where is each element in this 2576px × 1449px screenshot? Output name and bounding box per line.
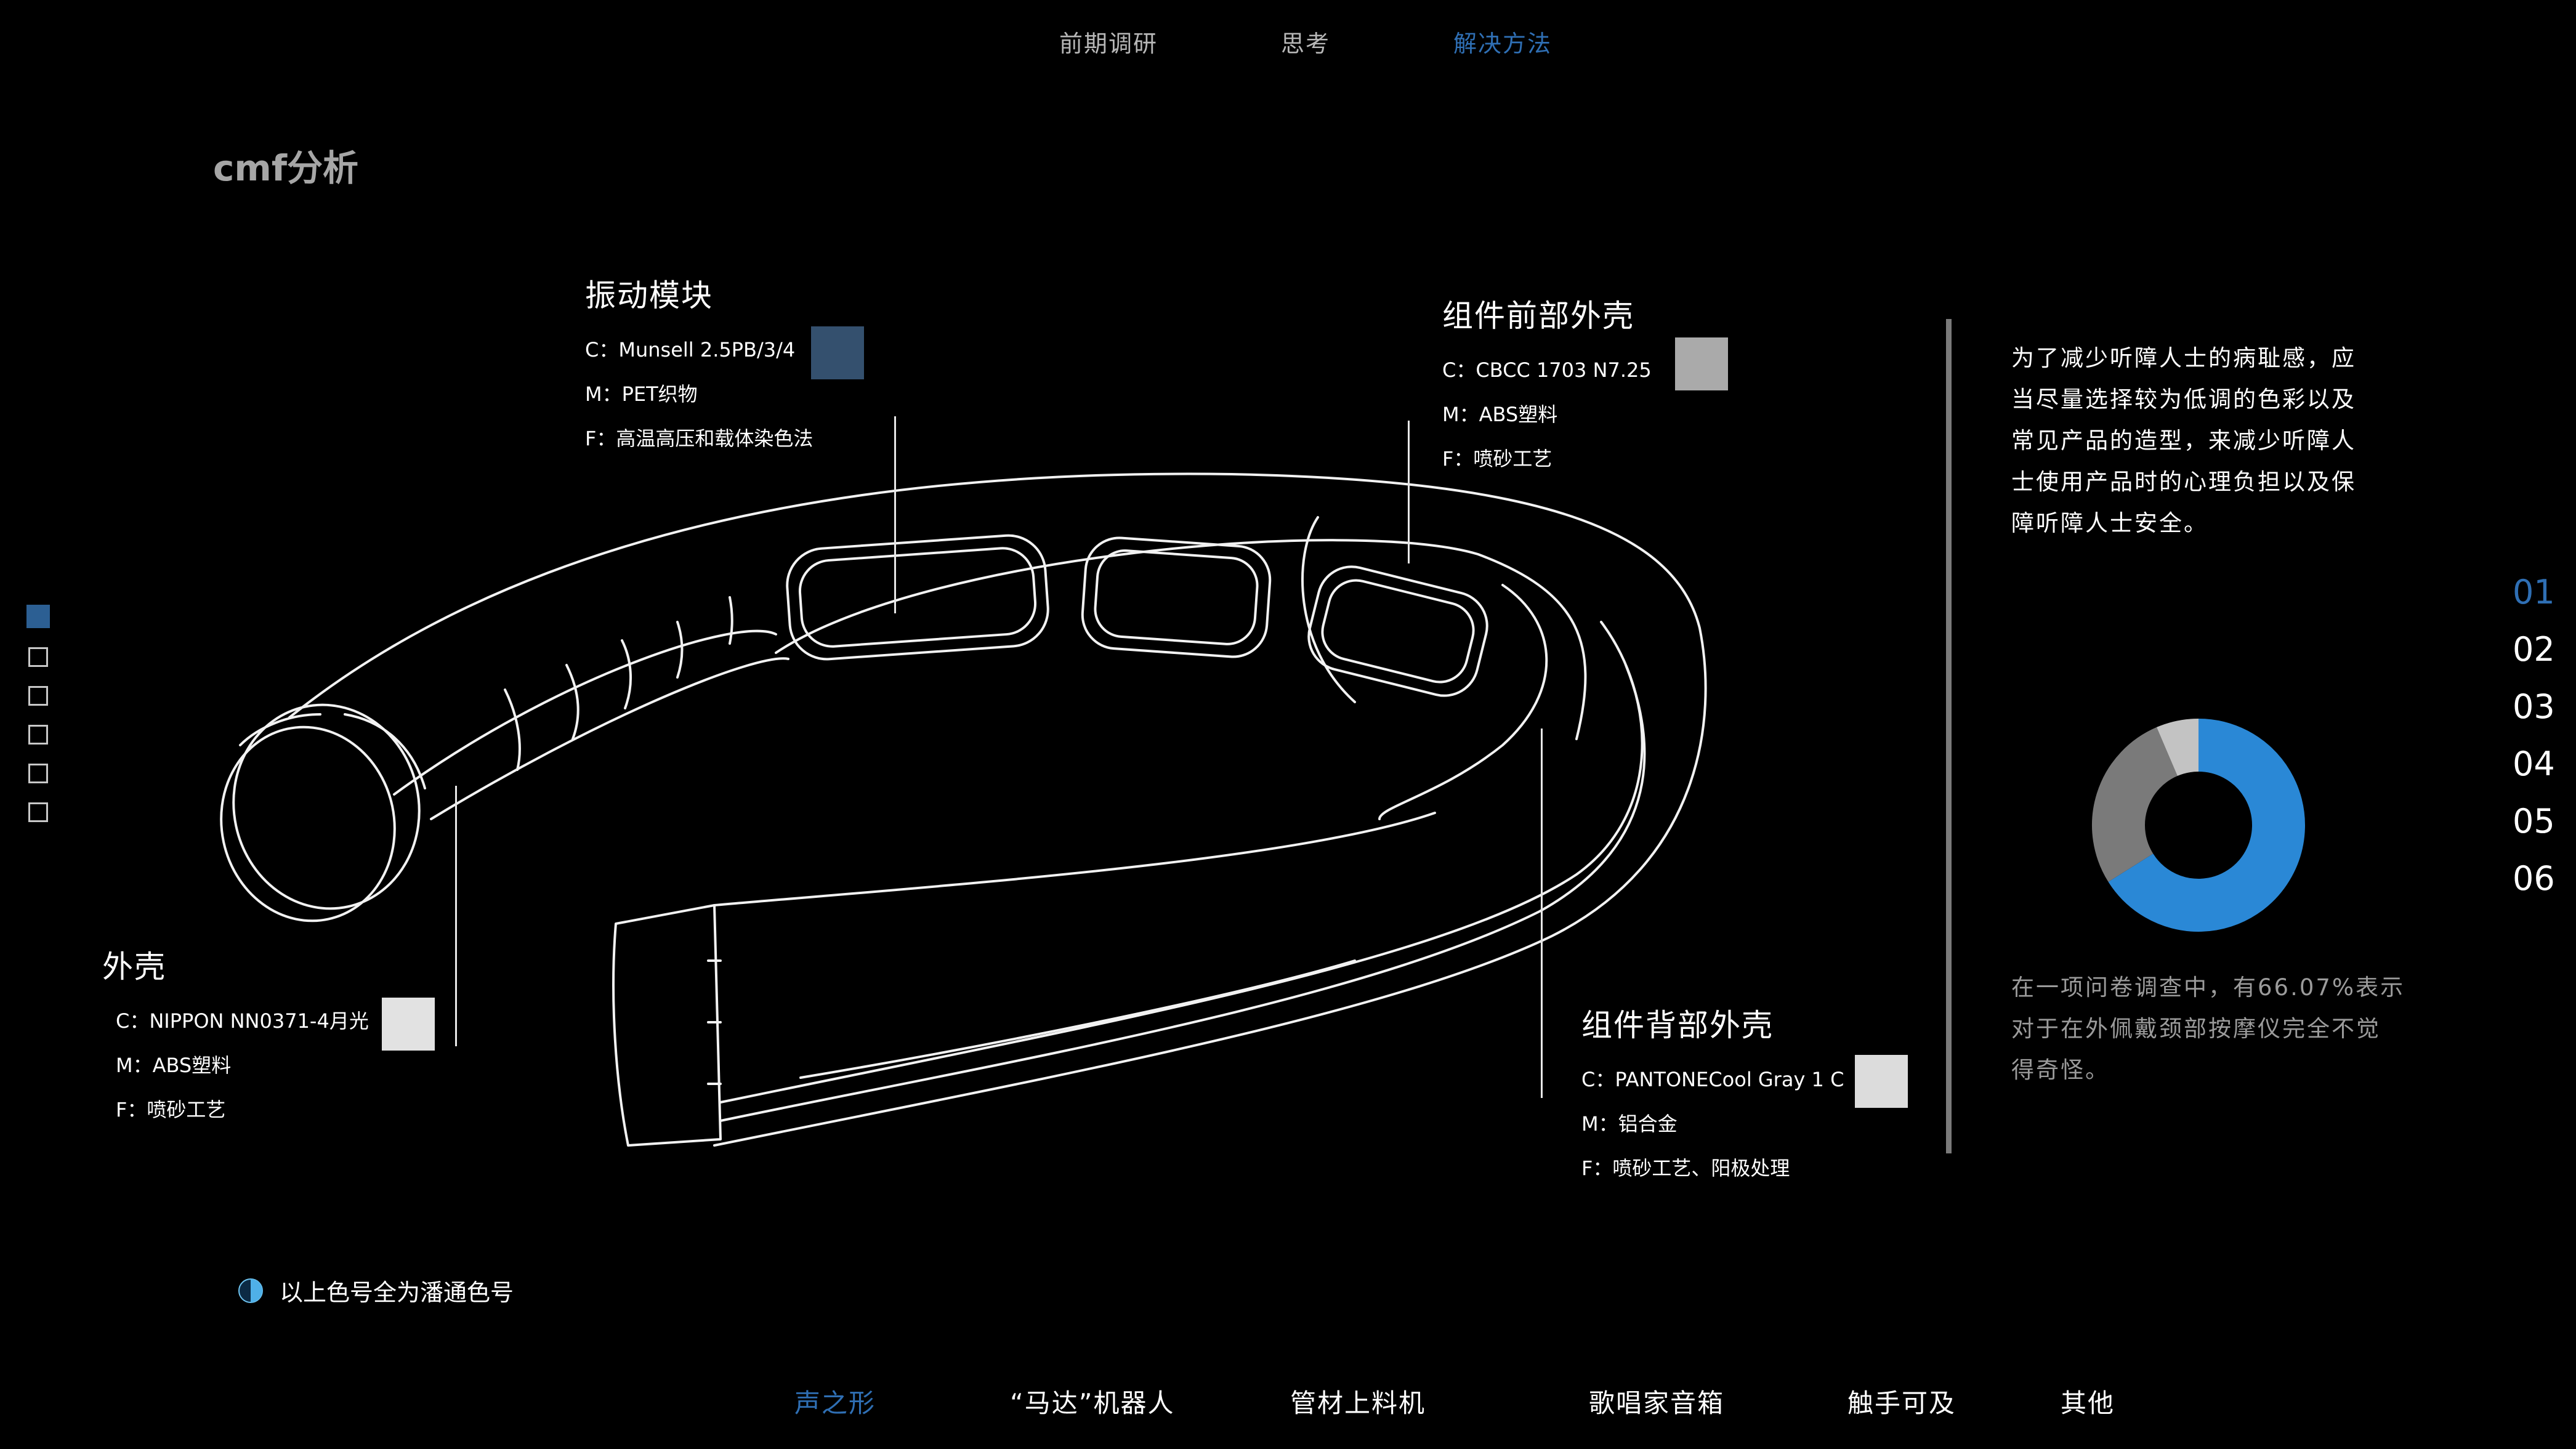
back-shell-finish: F：喷砂工艺、阳极处理: [1581, 1156, 1790, 1180]
nav-solution[interactable]: 解决方法: [1453, 30, 1552, 57]
donut-slice-2: [2092, 727, 2179, 882]
callout-line-shell: [455, 786, 457, 1046]
shell-spec: 外壳 C：NIPPON NN0371-4月光 M：ABS塑料 F：喷砂工艺: [102, 942, 369, 1132]
shell-finish: F：喷砂工艺: [116, 1098, 226, 1121]
survey-line: 得奇怪。: [2011, 1057, 2110, 1083]
footnote: 以上色号全为潘通色号: [238, 1273, 514, 1307]
description-line: 士使用产品时的心理负担以及保: [2011, 469, 2356, 495]
front-shell-color: C：CBCC 1703 N7.25: [1442, 358, 1652, 382]
page-number-05[interactable]: 05: [2513, 802, 2555, 841]
description-line: 常见产品的造型，来减少听障人: [2011, 427, 2356, 454]
callout-line-back-shell: [1541, 729, 1543, 1098]
vibration-color: C：Munsell 2.5PB/3/4: [585, 338, 796, 361]
footnote-text: 以上色号全为潘通色号: [280, 1279, 514, 1306]
back-shell-material: M：铝合金: [1581, 1112, 1678, 1136]
bottom-nav-sound-shape[interactable]: 声之形: [794, 1388, 876, 1418]
description-line: 障听障人士安全。: [2011, 510, 2208, 536]
bottom-nav-within-reach[interactable]: 触手可及: [1847, 1388, 1956, 1418]
back-shell-color: C：PANTONECool Gray 1 C: [1581, 1068, 1844, 1091]
page-number-01[interactable]: 01: [2513, 573, 2555, 611]
page-numbers: 01 02 03 04 05 06: [2513, 573, 2555, 898]
shell-swatch: [382, 998, 435, 1051]
survey-line: 对于在外佩戴颈部按摩仪完全不觉: [2011, 1015, 2381, 1042]
back-shell-spec: 组件背部外壳 C：PANTONECool Gray 1 C M：铝合金 F：喷砂…: [1581, 1001, 1844, 1190]
side-indicator-4[interactable]: [28, 725, 48, 745]
side-indicator-1[interactable]: [26, 605, 50, 628]
description-line: 当尽量选择较为低调的色彩以及: [2011, 386, 2356, 413]
side-indicator-5[interactable]: [28, 764, 48, 783]
vibration-swatch: [811, 326, 864, 379]
shell-title: 外壳: [102, 949, 166, 985]
vibration-material: M：PET织物: [585, 382, 698, 406]
vibration-module-title: 振动模块: [585, 278, 713, 313]
description-text: 为了减少听障人士的病耻感，应 当尽量选择较为低调的色彩以及 常见产品的造型，来减…: [2011, 337, 2356, 544]
nav-thinking[interactable]: 思考: [1281, 30, 1331, 57]
front-shell-material: M：ABS塑料: [1442, 403, 1558, 426]
front-shell-spec: 组件前部外壳 C：CBCC 1703 N7.25 M：ABS塑料 F：喷砂工艺: [1442, 291, 1652, 481]
description-line: 为了减少听障人士的病耻感，应: [2011, 345, 2356, 371]
page-number-04[interactable]: 04: [2513, 745, 2555, 783]
shell-color: C：NIPPON NN0371-4月光: [116, 1009, 369, 1033]
top-nav: 前期调研 思考 解决方法: [1059, 25, 1552, 59]
callout-line-vibration: [894, 416, 896, 613]
bottom-nav-tube-feeder[interactable]: 管材上料机: [1290, 1388, 1426, 1418]
back-shell-title: 组件背部外壳: [1581, 1007, 1774, 1043]
nav-research[interactable]: 前期调研: [1059, 30, 1158, 57]
front-shell-title: 组件前部外壳: [1442, 298, 1634, 334]
front-shell-finish: F：喷砂工艺: [1442, 447, 1552, 470]
vertical-divider: [1946, 319, 1952, 1153]
bottom-nav-singer-speaker[interactable]: 歌唱家音箱: [1589, 1388, 1725, 1418]
page-number-02[interactable]: 02: [2513, 630, 2555, 669]
donut-slice-1: [2108, 719, 2305, 932]
callout-line-front-shell: [1408, 421, 1410, 563]
shell-material: M：ABS塑料: [116, 1054, 232, 1077]
vibration-module-spec: 振动模块 C：Munsell 2.5PB/3/4 M：PET织物 F：高温高压和…: [585, 271, 813, 461]
page-number-06[interactable]: 06: [2513, 859, 2555, 898]
survey-line: 在一项问卷调查中，有66.07%表示: [2011, 974, 2405, 1001]
survey-text: 在一项问卷调查中，有66.07%表示 对于在外佩戴颈部按摩仪完全不觉 得奇怪。: [2011, 967, 2405, 1091]
side-indicator-3[interactable]: [28, 686, 48, 706]
vibration-finish: F：高温高压和载体染色法: [585, 427, 814, 450]
donut-slice-3: [2157, 719, 2200, 777]
back-shell-swatch: [1855, 1055, 1908, 1108]
page-number-03[interactable]: 03: [2513, 687, 2555, 726]
side-indicator: [26, 605, 50, 822]
side-indicator-2[interactable]: [28, 647, 48, 667]
side-indicator-6[interactable]: [28, 802, 48, 822]
bottom-nav-others[interactable]: 其他: [2061, 1388, 2115, 1418]
donut-chart: [2092, 719, 2305, 932]
color-circle-icon: [238, 1278, 263, 1303]
section-title: cmf分析: [213, 147, 359, 189]
front-shell-swatch: [1675, 337, 1728, 390]
bottom-nav-motor-robot[interactable]: “马达”机器人: [1010, 1388, 1175, 1418]
